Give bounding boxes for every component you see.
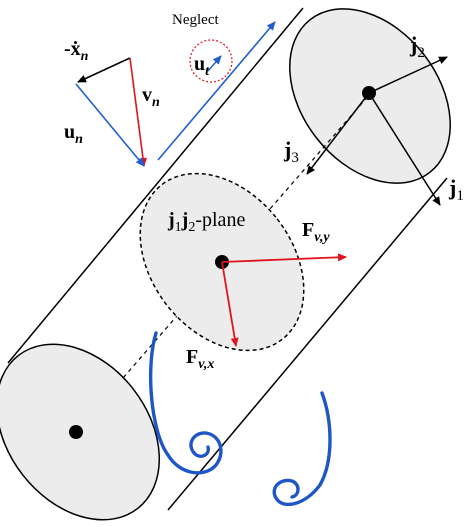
- far-end-disk: [289, 8, 451, 184]
- coordinate-axes: [306, 56, 448, 206]
- minus-xdot-n-label: -ẋn: [64, 38, 89, 64]
- cylinder-outline: [7, 7, 448, 511]
- f-vy-arrow: [221, 253, 347, 263]
- neglect-circle: [189, 39, 233, 83]
- u-t-label: ut: [194, 53, 210, 79]
- j2-axis-arrow: [368, 56, 448, 94]
- v-n-label: vn: [142, 84, 160, 110]
- v-n-arrow: [129, 57, 147, 167]
- flow-direction-arrow: [157, 21, 276, 161]
- cylinder-axis: [75, 93, 371, 433]
- neglect-label: Neglect: [172, 12, 219, 28]
- u-n-label: un: [64, 121, 83, 147]
- f-vx-arrow: [221, 261, 239, 347]
- vortex-spiral-left: [148, 331, 223, 475]
- j1-axis-arrow: [368, 92, 441, 206]
- j1-label: j1: [448, 175, 464, 204]
- j1j2-plane-label: j1j2-plane: [167, 209, 245, 235]
- j3-label: j3: [283, 137, 299, 166]
- f-vx-label: Fv,x: [186, 346, 214, 372]
- velocity-triangle: [75, 57, 147, 167]
- u-t-arrow: [207, 55, 222, 72]
- minus-xdot-arrow: [77, 57, 131, 83]
- force-arrows: [221, 253, 347, 347]
- j3-axis-arrow: [306, 92, 370, 175]
- j2-label: j2: [409, 32, 425, 61]
- vortex-spiral-right: [272, 391, 332, 507]
- near-center-point: [69, 425, 83, 439]
- near-end-disk: [0, 343, 161, 521]
- f-vy-label: Fv,y: [302, 219, 330, 245]
- vortex-wake: [148, 331, 332, 507]
- u-n-arrow: [75, 83, 145, 167]
